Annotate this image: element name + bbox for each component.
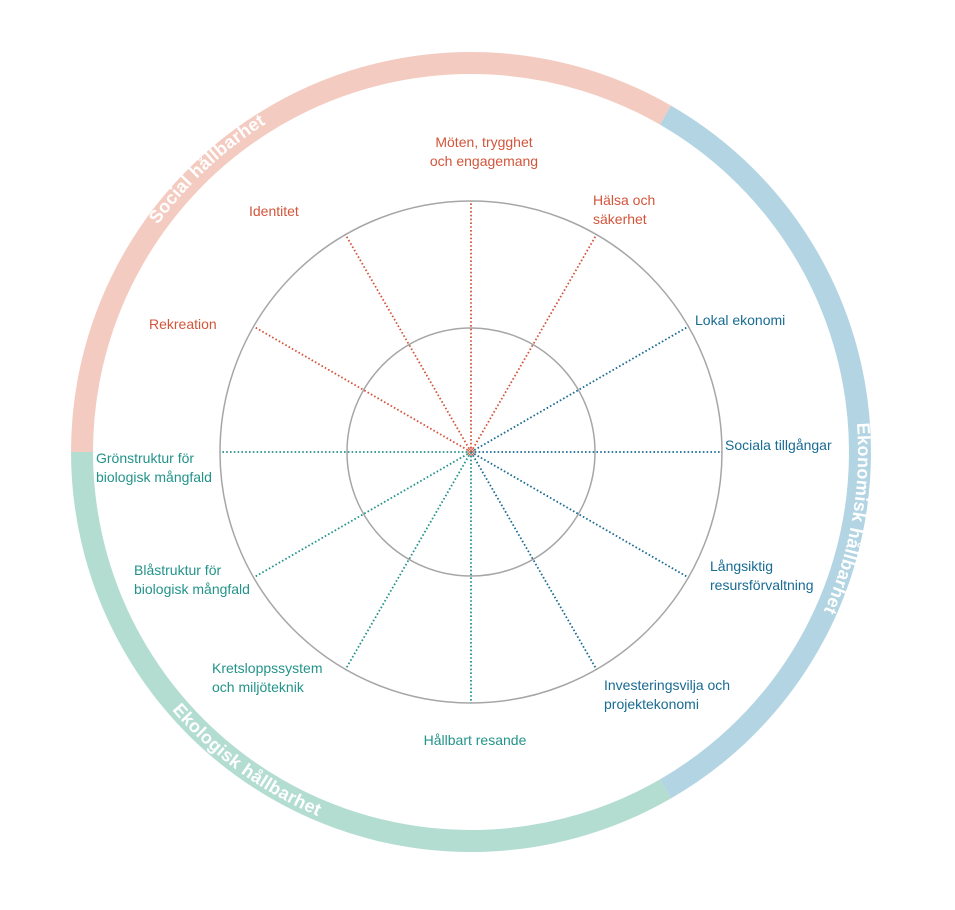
spoke-line: [344, 234, 472, 453]
spoke-line: [470, 234, 598, 453]
spoke-label-line: och miljöteknik: [212, 679, 305, 695]
spoke-label: Långsiktig resursförvaltning: [710, 558, 814, 593]
spoke-label: Möten, trygghet och engagemang: [430, 134, 538, 169]
spoke-label: Lokal ekonomi: [695, 312, 785, 328]
spoke-label-line: Hållbart resande: [424, 732, 527, 748]
spoke-label-line: Rekreation: [149, 316, 217, 332]
spoke-label-line: Hälsa och: [593, 192, 655, 208]
inner-ring: [346, 327, 596, 577]
spoke-label-line: projektekonomi: [604, 696, 699, 712]
spoke-label: Identitet: [249, 203, 299, 219]
spoke-label-line: Sociala tillgångar: [725, 437, 832, 453]
spoke-label: Hållbart resande: [424, 732, 527, 748]
spoke-line: [253, 451, 472, 579]
spoke-label: Blåstruktur för biologisk mångfald: [134, 562, 250, 597]
spoke-label: Investeringsvilja och projektekonomi: [604, 677, 730, 712]
spoke-line: [470, 325, 689, 453]
ecological-band: [71, 451, 671, 852]
spoke-label: Grönstruktur för biologisk mångfald: [96, 450, 212, 485]
spoke-label: Hälsa och säkerhet: [593, 192, 655, 227]
spokes-group: [220, 201, 722, 703]
spoke-label-line: Identitet: [249, 203, 299, 219]
spoke-label-line: säkerhet: [593, 211, 647, 227]
spoke-label: Sociala tillgångar: [725, 437, 832, 453]
spoke-label-line: biologisk mångfald: [96, 469, 212, 485]
spoke-line: [470, 451, 689, 579]
social-band: [71, 52, 671, 453]
spoke-line: [470, 451, 598, 670]
economic-band: [659, 105, 871, 799]
spoke-label: Rekreation: [149, 316, 217, 332]
spoke-label-line: Kretsloppssystem: [212, 660, 322, 676]
spoke-label-line: Blåstruktur för: [134, 562, 221, 578]
spoke-line: [344, 451, 472, 670]
spoke-line: [253, 325, 472, 453]
spoke-label-line: Möten, trygghet: [435, 134, 532, 150]
spoke-label-line: Grönstruktur för: [96, 450, 194, 466]
ecological-band-title: Ekologisk hållbarhet: [169, 699, 324, 819]
spoke-label-line: och engagemang: [430, 153, 538, 169]
spoke-label-line: Investeringsvilja och: [604, 677, 730, 693]
spoke-label-line: Långsiktig: [710, 558, 773, 574]
spoke-label-line: Lokal ekonomi: [695, 312, 785, 328]
spoke-label: Kretsloppssystem och miljöteknik: [212, 660, 322, 695]
spoke-label-line: biologisk mångfald: [134, 581, 250, 597]
center-hub: [467, 448, 475, 456]
spoke-label-line: resursförvaltning: [710, 577, 814, 593]
